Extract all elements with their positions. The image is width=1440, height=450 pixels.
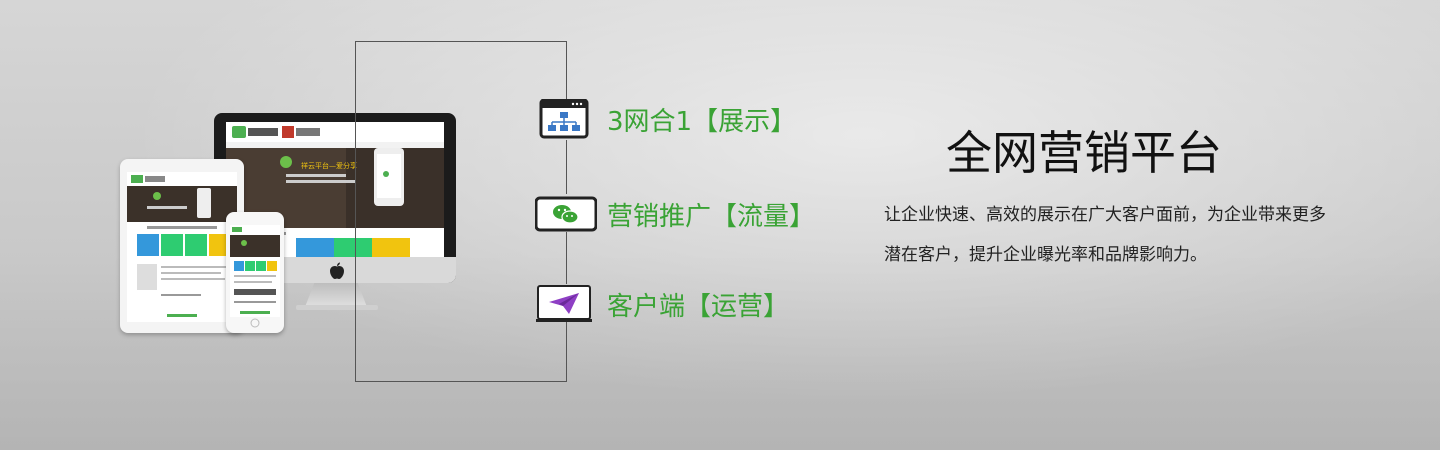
feature-item-marketing: 营销推广【流量】 — [534, 194, 816, 234]
connector-segment — [566, 322, 567, 382]
apple-logo-icon — [330, 262, 344, 279]
feature-label: 营销推广【流量】 — [607, 201, 816, 232]
feature-item-display: 3网合1【展示】 — [535, 98, 797, 139]
connector-bracket — [355, 41, 567, 382]
tablet-screen — [127, 172, 237, 322]
monitor-banner-text: 祥云平台—爱分享 — [301, 161, 357, 170]
feature-label: 3网合1【展示】 — [607, 106, 797, 137]
page-title: 全网营销平台 — [946, 126, 1222, 180]
description-text: 让企业快速、高效的展示在广大客户面前，为企业带来更多潜在客户，提升企业曝光率和品… — [884, 205, 1326, 265]
connector-segment — [566, 41, 567, 99]
paper-plane-icon — [535, 284, 593, 324]
sitemap-icon — [535, 98, 593, 139]
phone-screen — [230, 225, 280, 317]
feature-item-client: 客户端【运营】 — [535, 284, 789, 324]
wechat-icon — [534, 194, 598, 234]
monitor-stand — [305, 283, 367, 307]
phone-device — [226, 212, 284, 333]
connector-segment — [566, 140, 567, 194]
tablet-device — [120, 159, 244, 333]
monitor-stand-base — [296, 305, 378, 310]
connector-segment — [566, 232, 567, 284]
feature-label: 客户端【运营】 — [607, 291, 790, 322]
